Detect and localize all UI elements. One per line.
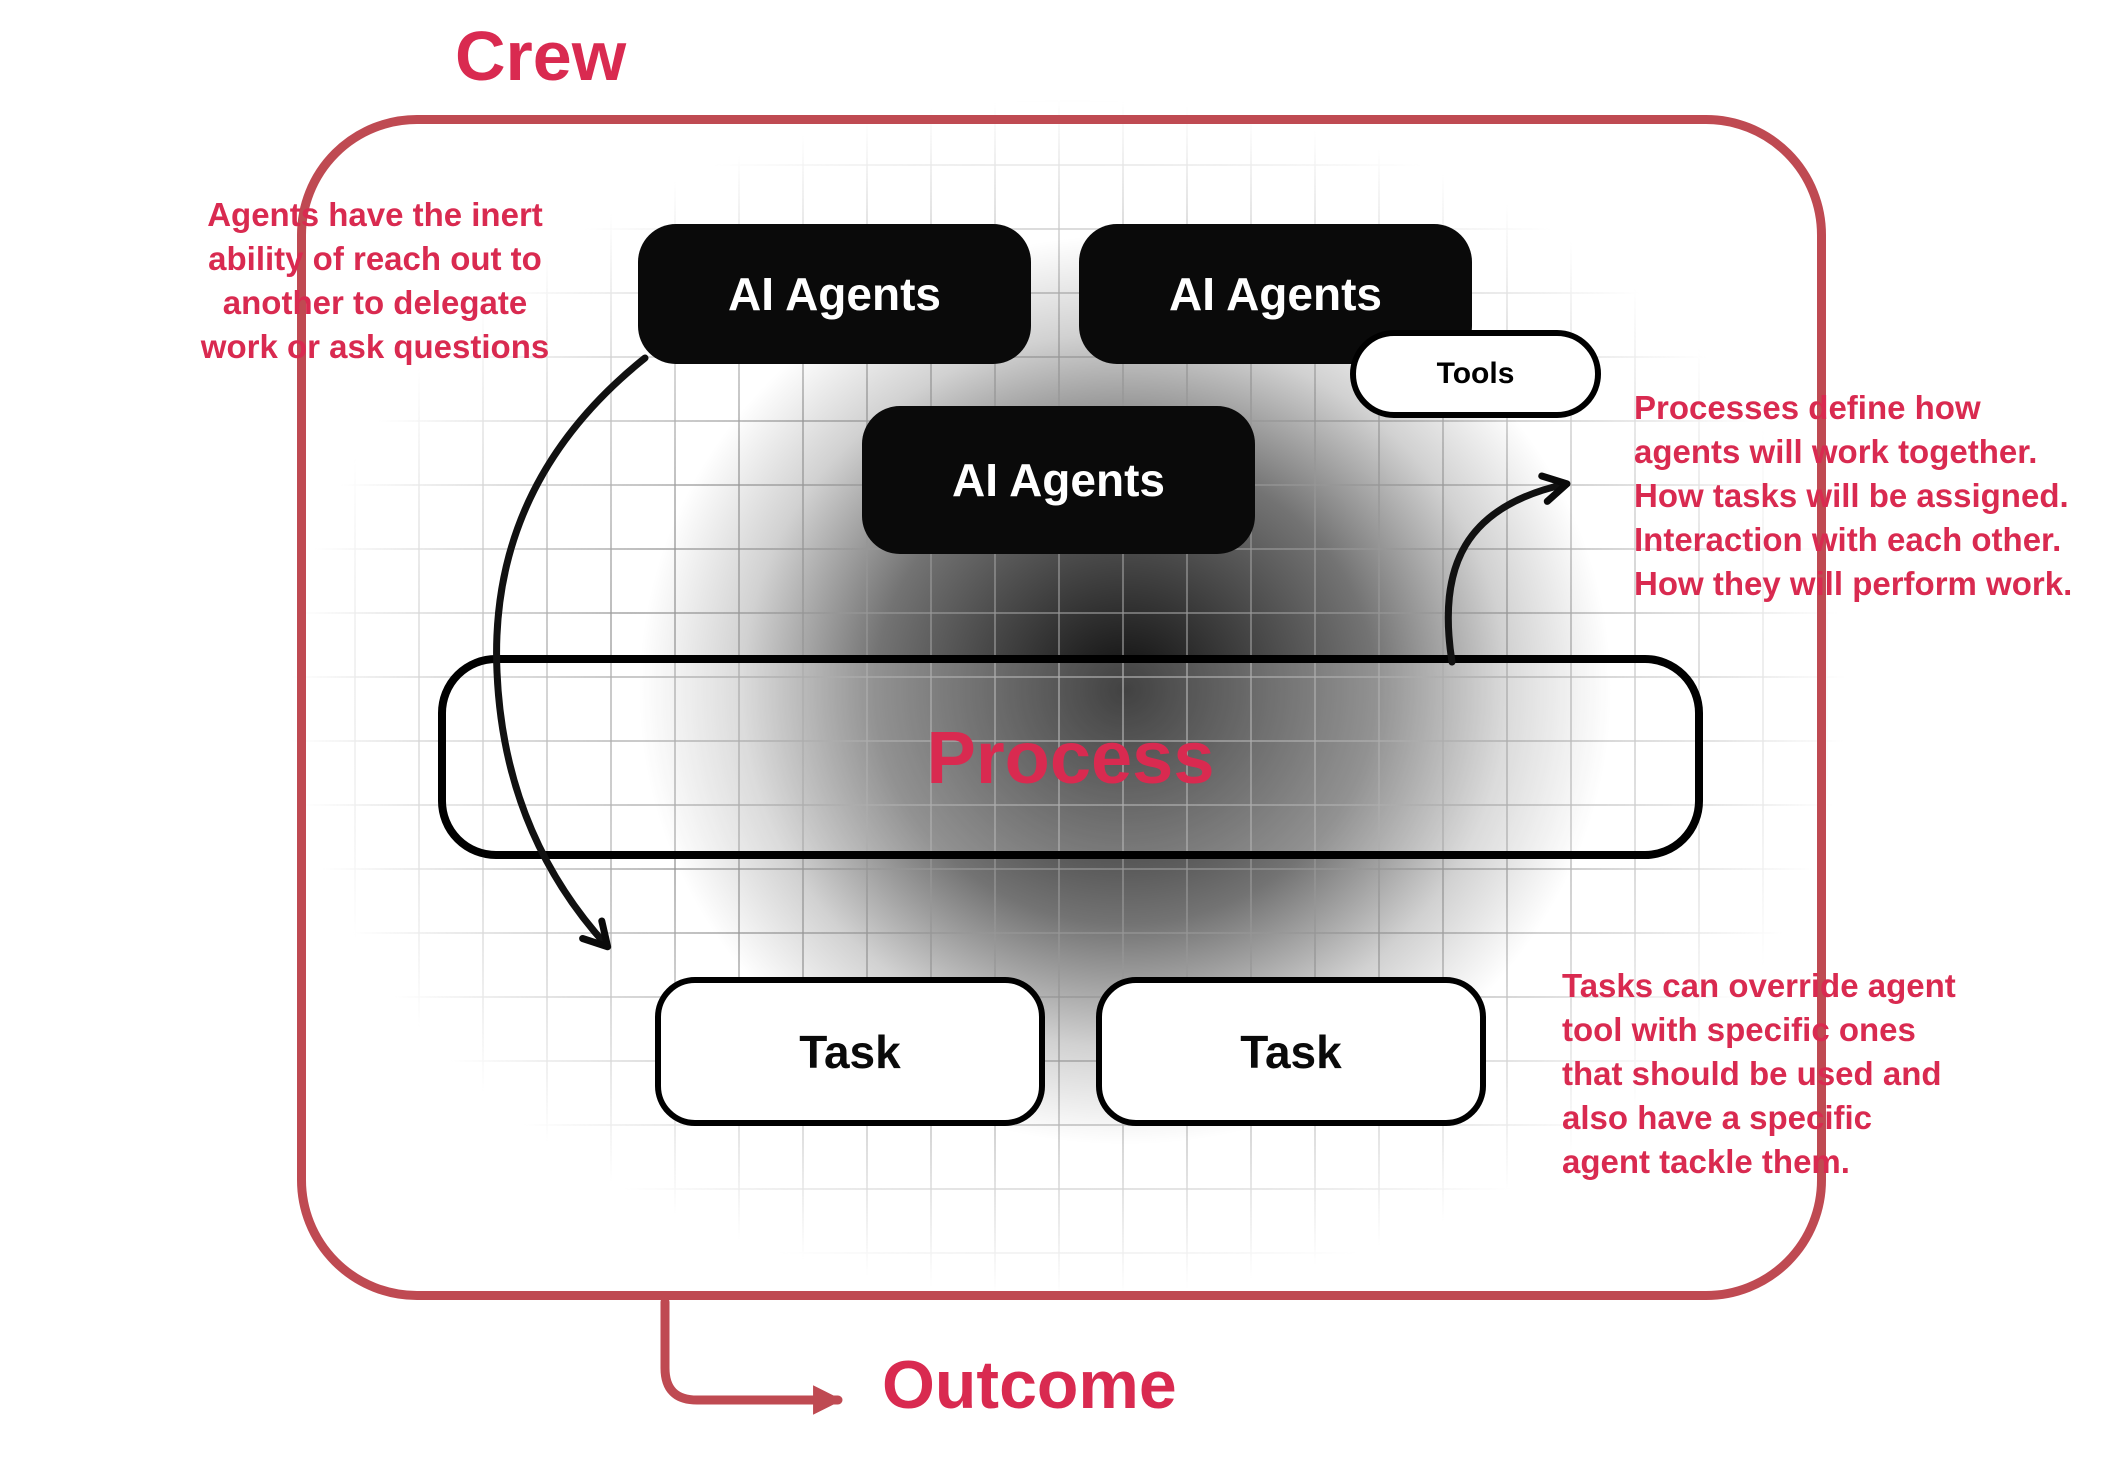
task-node-2: Task bbox=[1096, 977, 1486, 1126]
ai-agents-node-3: AI Agents bbox=[862, 406, 1255, 554]
annotation-tasks: Tasks can override agent tool with speci… bbox=[1562, 967, 1956, 1180]
task-node-2-label: Task bbox=[1240, 1025, 1342, 1078]
annotation-processes: Processes define how agents will work to… bbox=[1634, 389, 2073, 602]
ai-agents-node-2-label: AI Agents bbox=[1169, 268, 1382, 320]
ai-agents-node-1: AI Agents bbox=[638, 224, 1031, 364]
crew-title: Crew bbox=[455, 17, 627, 95]
process-node-label: Process bbox=[926, 715, 1215, 799]
tools-pill: Tools bbox=[1350, 330, 1601, 418]
annotation-delegation: Agents have the inert ability of reach o… bbox=[200, 196, 550, 365]
task-node-1-label: Task bbox=[799, 1025, 901, 1078]
ai-agents-node-1-label: AI Agents bbox=[728, 268, 941, 320]
ai-agents-node-3-label: AI Agents bbox=[952, 454, 1165, 506]
crew-boundary-frame bbox=[297, 115, 1826, 1300]
tools-pill-label: Tools bbox=[1436, 357, 1515, 390]
outcome-title: Outcome bbox=[882, 1347, 1177, 1423]
process-node: Process bbox=[438, 655, 1703, 859]
task-node-1: Task bbox=[655, 977, 1045, 1126]
